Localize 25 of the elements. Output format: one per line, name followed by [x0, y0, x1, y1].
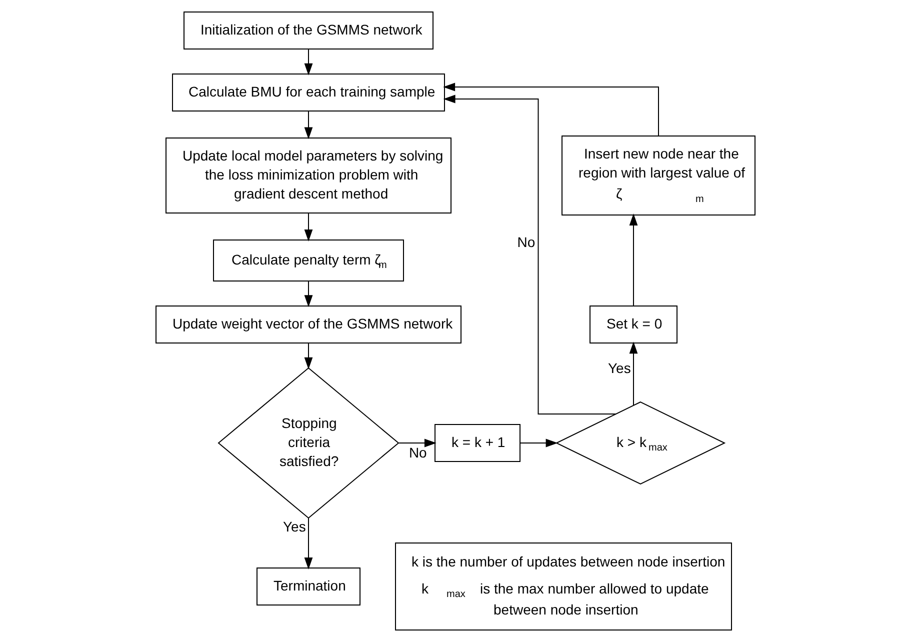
node-box: Set k = 0 [589, 306, 677, 344]
edge-label: Yes [282, 518, 306, 535]
node-box: Update local model parameters by solving the loss minimization problem with gradient descent method [165, 138, 451, 214]
node-box: k = k + 1 [434, 424, 520, 462]
arrow [628, 214, 638, 306]
arrow [304, 212, 312, 242]
arrow [304, 280, 312, 308]
node-box: Update weight vector of the GSMMS network [155, 306, 461, 344]
node-box: Calculate BMU for each training sample [172, 74, 444, 112]
arrow [628, 342, 638, 406]
arrow [442, 82, 658, 136]
arrow [304, 48, 312, 76]
arrow [442, 94, 616, 414]
node-diamond: k > k$_{max}$ [554, 401, 726, 485]
arrow [304, 110, 312, 140]
arrow [398, 438, 436, 448]
edge-label: No [408, 444, 426, 461]
arrow [304, 342, 312, 370]
arrow [304, 518, 312, 570]
node-diamond: Stopping criteria satisfied? [217, 367, 399, 519]
node-box: Termination [256, 568, 360, 606]
edge-label: No [516, 234, 535, 250]
edge-label: Yes [608, 360, 630, 376]
arrow [519, 438, 558, 448]
node-box: Initialization of the GSMMS network [183, 12, 433, 50]
